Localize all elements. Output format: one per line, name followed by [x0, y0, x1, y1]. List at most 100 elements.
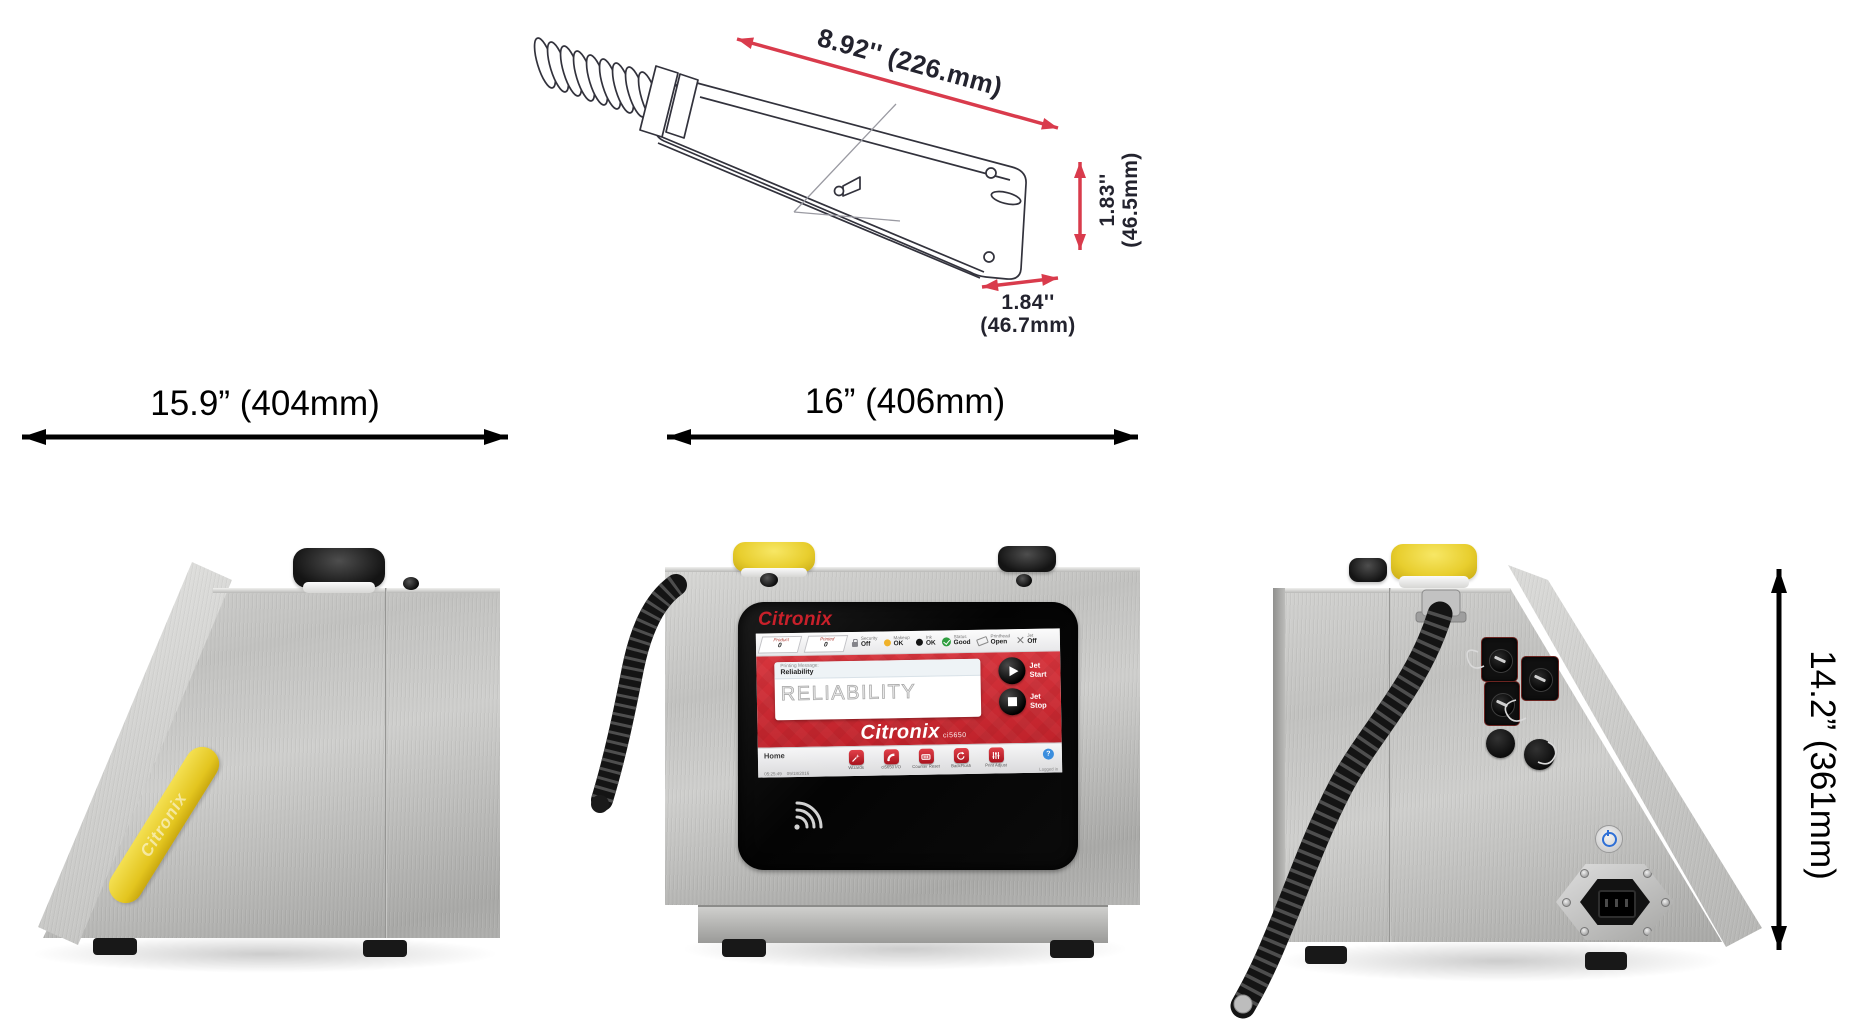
app-label: BackFlush	[951, 762, 972, 769]
conduit-end-fitting	[1233, 994, 1253, 1014]
printhead-height-label: 1.83'' (46.5mm)	[1096, 145, 1142, 255]
app-print-adjust: Print Adjust	[982, 747, 1010, 768]
center-machine-foot	[1050, 940, 1094, 958]
status-value: OK	[925, 639, 936, 647]
center-machine-cap-collar	[741, 568, 807, 577]
right-machine-yellow-cap	[1391, 544, 1477, 580]
cable-collar	[639, 65, 679, 138]
endcap-screw	[983, 251, 995, 263]
jet-start-button	[998, 656, 1026, 685]
power-icon	[1601, 829, 1617, 847]
left-machine-foot	[363, 940, 407, 957]
left-machine-black-cap	[293, 548, 385, 588]
status-value: Off	[1027, 637, 1037, 645]
lock-icon	[851, 641, 859, 647]
product-counter-tab: Product 0	[757, 635, 803, 654]
left-machine-panel-seam	[385, 588, 387, 938]
app-label: Counter Reset	[912, 763, 941, 769]
printhead-icon	[975, 635, 989, 646]
counter-reset-icon	[918, 748, 934, 764]
printhead-depth-mm: (46.7mm)	[980, 314, 1076, 337]
printed-counter-tab: Printed 0	[803, 634, 849, 653]
ink-dot-icon	[915, 638, 923, 646]
wand-icon	[848, 749, 864, 766]
status-value: Open	[990, 638, 1008, 646]
app-icon-row: Wizards ci5650 I/O Counter	[842, 747, 1010, 771]
right-machine-foot	[1305, 946, 1347, 964]
right-machine-cap-collar	[1399, 576, 1469, 588]
center-machine-screw-right	[1016, 574, 1032, 587]
jet-start-row: Jet Start	[998, 656, 1055, 685]
status-check-icon	[941, 636, 951, 646]
session-text: Logged in	[1039, 766, 1059, 772]
printhead-height-inches: 1.83''	[1096, 173, 1119, 227]
left-machine-side-view: Citronix	[15, 540, 515, 980]
printing-message-panel: Printing Message: Reliability RELIABILIT…	[774, 658, 982, 721]
status-value: Off	[860, 640, 871, 648]
jet-stop-button	[998, 687, 1027, 716]
connector-plate	[1481, 637, 1518, 682]
jet-stop-row: Jet Stop	[998, 687, 1056, 716]
jet-off-icon	[1016, 636, 1024, 644]
connector-plate	[1484, 681, 1520, 726]
play-icon	[1008, 665, 1019, 676]
printhead-height-mm: (46.5mm)	[1119, 152, 1142, 248]
message-preview: RELIABILITY	[780, 680, 917, 706]
status-value: OK	[893, 640, 904, 648]
status-value: Good	[953, 638, 971, 647]
ac-inlet-socket	[1598, 890, 1636, 918]
cable-collar	[665, 73, 699, 139]
side-depth-label: 15.9” (404mm)	[150, 384, 380, 423]
center-machine-top-edge	[665, 567, 1140, 572]
print-adjust-icon	[988, 747, 1004, 763]
app-label: Print Adjust	[985, 762, 1007, 768]
product-value: 0	[777, 641, 783, 649]
brand-model: ci5650	[942, 731, 967, 740]
left-machine-screw	[403, 577, 419, 590]
printhead-nozzle	[842, 176, 861, 197]
depth-dimension-arrow	[981, 273, 1059, 292]
left-machine-foot	[93, 938, 137, 955]
help-icon: ?	[1042, 748, 1055, 760]
right-machine-foot	[1585, 952, 1627, 970]
center-machine-yellow-cap	[733, 542, 815, 572]
height-label: 14.2” (361mm)	[1803, 650, 1842, 880]
round-port-plug	[1524, 739, 1555, 770]
screen-main-area: Printing Message: Reliability RELIABILIT…	[756, 651, 1062, 748]
right-machine-body	[1285, 588, 1722, 942]
nfc-arcs-icon	[788, 794, 830, 836]
right-machine-left-face	[1273, 588, 1287, 942]
printhead-length-label: 8.92'' (226.mm)	[814, 22, 1006, 102]
printed-value: 0	[823, 640, 829, 648]
app-counter-reset: Counter Reset	[912, 748, 940, 769]
printhead-depth-label: 1.84'' (46.7mm)	[948, 291, 1108, 337]
wireless-icon	[883, 749, 899, 765]
app-label: Wizards	[848, 764, 864, 771]
app-label: ci5650 I/O	[881, 764, 901, 770]
brand-name: Citronix	[860, 720, 941, 744]
printhead-depth-inches: 1.84''	[1001, 291, 1055, 314]
jet-controls: Jet Start Jet Stop	[998, 656, 1056, 719]
front-width-label: 16” (406mm)	[804, 382, 1006, 421]
bezel-citronix-logo: Citronix	[758, 609, 833, 630]
jet-stop-label: Jet Stop	[1029, 691, 1047, 710]
center-machine-screw-left	[760, 573, 778, 587]
printhead-cable	[533, 37, 661, 123]
connector-plate	[1521, 656, 1559, 701]
date-value: 09/18/2016	[786, 770, 810, 777]
printhead-body	[654, 81, 1027, 280]
power-button	[1595, 825, 1623, 853]
right-machine-panel-seam	[1389, 588, 1391, 942]
makeup-dot-icon	[883, 638, 891, 646]
